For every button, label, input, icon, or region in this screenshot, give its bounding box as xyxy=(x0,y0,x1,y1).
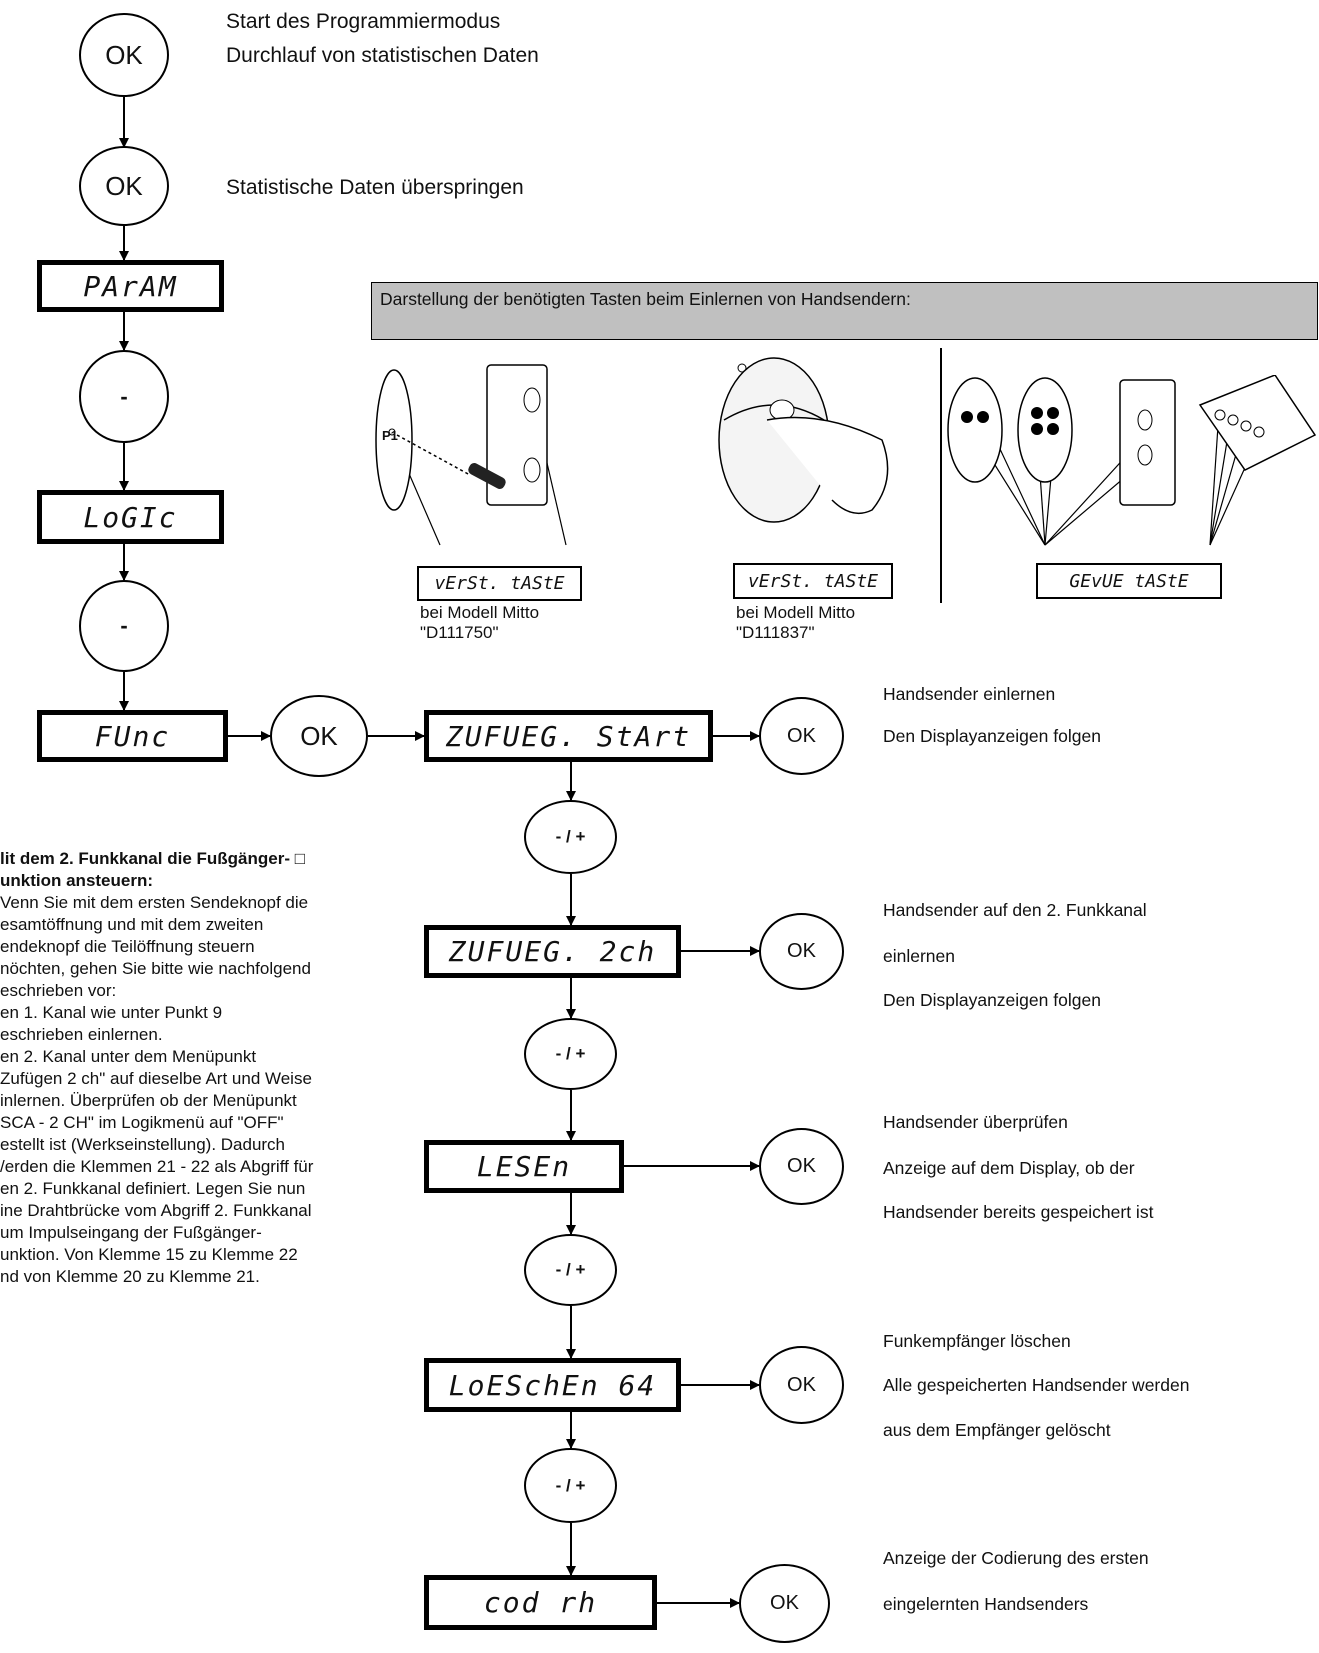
note-line: nd von Klemme 20 zu Klemme 21. xyxy=(0,1267,260,1286)
note-line: unktion. Von Klemme 15 zu Klemme 22 xyxy=(0,1245,298,1264)
desc-step4-line3: aus dem Empfänger gelöscht xyxy=(883,1420,1111,1440)
display-zufueg-2ch: ZUFUEG. 2ch xyxy=(424,925,681,978)
display-zufueg-start: ZUFUEG. StArt xyxy=(424,710,713,762)
ok-button-zufueg-2ch[interactable]: OK xyxy=(759,913,844,990)
desc-step2-line1: Handsender auf den 2. Funkkanal xyxy=(883,900,1147,920)
note-line: esamtöffnung und mit dem zweiten xyxy=(0,915,264,934)
note-line: inlernen. Überprüfen ob der Menüpunkt xyxy=(0,1091,297,1110)
caption-mitto-2-line2: "D111837" xyxy=(736,623,815,642)
note-line: eschrieben vor: xyxy=(0,981,117,1000)
ok-button-cod-rh[interactable]: OK xyxy=(739,1564,830,1643)
ok-button-func[interactable]: OK xyxy=(270,695,368,777)
desc-skip-statistics: Statistische Daten überspringen xyxy=(226,176,524,199)
nav-button-3[interactable]: - / + xyxy=(524,1234,617,1306)
note-line: /erden die Klemmen 21 - 22 als Abgriff f… xyxy=(0,1157,314,1176)
minus-button-2[interactable]: - xyxy=(79,580,169,672)
display-verst-taste-1: vErSt. tAStE xyxy=(417,566,582,601)
remote-keys-banner: Darstellung der benötigten Tasten beim E… xyxy=(371,282,1318,340)
note-heading-line2: unktion ansteuern: xyxy=(0,871,154,890)
nav-button-2[interactable]: - / + xyxy=(524,1018,617,1090)
desc-step2-line3: Den Displayanzeigen folgen xyxy=(883,990,1101,1010)
desc-step2-line2: einlernen xyxy=(883,946,955,966)
pedestrian-channel-note: lit dem 2. Funkkanal die Fußgänger- □ un… xyxy=(0,848,400,1288)
caption-mitto-2-line1: bei Modell Mitto xyxy=(736,603,856,622)
desc-step1-line1: Handsender einlernen xyxy=(883,684,1056,704)
ok-button-skip-stats[interactable]: OK xyxy=(79,146,169,226)
nav-button-4[interactable]: - / + xyxy=(524,1448,617,1523)
remote-press-illustration xyxy=(718,357,889,523)
nav-button-1[interactable]: - / + xyxy=(524,800,617,874)
desc-step1-line2: Den Displayanzeigen folgen xyxy=(883,726,1101,746)
display-logic: LoGIc xyxy=(37,490,224,544)
desc-step3-line1: Handsender überprüfen xyxy=(883,1112,1068,1132)
note-line: um Impulseingang der Fußgänger- xyxy=(0,1223,262,1242)
note-line: SCA - 2 CH" im Logikmenü auf "OFF" xyxy=(0,1113,284,1132)
desc-statistics: Durchlauf von statistischen Daten xyxy=(226,44,539,67)
note-line: en 2. Kanal unter dem Menüpunkt xyxy=(0,1047,257,1066)
display-cod-rh: cod rh xyxy=(424,1575,657,1630)
ok-button-start[interactable]: OK xyxy=(79,13,169,97)
desc-start-programming: Start des Programmiermodus xyxy=(226,10,501,33)
note-line: endeknopf die Teilöffnung steuern xyxy=(0,937,255,956)
desc-step5-line1: Anzeige der Codierung des ersten xyxy=(883,1548,1149,1568)
desc-step3-line3: Handsender bereits gespeichert ist xyxy=(883,1202,1154,1222)
note-line: estellt ist (Werkseinstellung). Dadurch xyxy=(0,1135,286,1154)
note-line: nöchten, gehen Sie bitte wie nachfolgend xyxy=(0,959,311,978)
display-lesen: LESEn xyxy=(424,1140,624,1193)
note-line: en 2. Funkkanal definiert. Legen Sie nun xyxy=(0,1179,306,1198)
note-line: Venn Sie mit dem ersten Sendeknopf die xyxy=(0,893,309,912)
display-gewue-taste: GEvUE tAStE xyxy=(1036,563,1222,599)
desc-step5-line2: eingelernten Handsenders xyxy=(883,1594,1089,1614)
note-line: ine Drahtbrücke vom Abgriff 2. Funkkanal xyxy=(0,1201,312,1220)
desc-step4-line2: Alle gespeicherten Handsender werden xyxy=(883,1375,1190,1395)
display-func: FUnc xyxy=(37,710,228,762)
desc-step3-line2: Anzeige auf dem Display, ob der xyxy=(883,1158,1135,1178)
remotes-and-receivers-illustration xyxy=(947,375,1317,506)
minus-button-1[interactable]: - xyxy=(79,350,169,443)
ok-button-zufueg-start[interactable]: OK xyxy=(759,697,844,775)
receiver-p1-illustration xyxy=(375,364,548,511)
ok-button-lesen[interactable]: OK xyxy=(759,1128,844,1205)
ok-button-loeschen[interactable]: OK xyxy=(759,1346,844,1424)
note-line: en 1. Kanal wie unter Punkt 9 xyxy=(0,1003,223,1022)
desc-step4-line1: Funkempfänger löschen xyxy=(883,1331,1071,1351)
caption-mitto-1-line1: bei Modell Mitto xyxy=(420,603,540,622)
note-line: eschrieben einlernen. xyxy=(0,1025,163,1044)
p1-label: P1 xyxy=(382,428,398,443)
note-heading-line1: lit dem 2. Funkkanal die Fußgänger- □ xyxy=(0,849,305,868)
display-param: PArAM xyxy=(37,260,224,312)
note-line: Zufügen 2 ch" auf dieselbe Art und Weise xyxy=(0,1069,312,1088)
caption-mitto-1-line2: "D111750" xyxy=(420,623,499,642)
display-loeschen-64: LoESchEn 64 xyxy=(424,1358,681,1412)
display-verst-taste-2: vErSt. tAStE xyxy=(733,563,893,599)
